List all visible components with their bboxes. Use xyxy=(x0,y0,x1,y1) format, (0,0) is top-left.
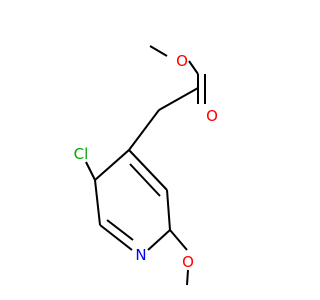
bond-c6-n-inner xyxy=(106,219,134,241)
bond-oxygen-methyl-2 xyxy=(186,269,189,286)
bond-c3-c4-inner xyxy=(129,163,161,197)
chlorine-label: Cl xyxy=(74,145,89,163)
bond-c2-oxygen xyxy=(169,229,188,251)
bond-c2-c3 xyxy=(166,189,171,231)
bond-c5-c6 xyxy=(94,179,101,226)
bond-c4-c5 xyxy=(94,149,130,181)
bond-n-c2 xyxy=(147,229,171,251)
bond-c3-c4-outer xyxy=(128,149,168,191)
bond-c5-chlorine xyxy=(85,161,96,181)
bond-c6-n-outer xyxy=(99,224,133,251)
bond-ch2-c4 xyxy=(128,109,160,151)
bond-methyl-oxygen xyxy=(149,45,168,57)
molecule-drawing: O O Cl N O xyxy=(74,45,218,286)
oxygen-methoxy-label: O xyxy=(182,253,194,271)
bond-oxygen-carbonyl-carbon xyxy=(188,60,199,75)
oxygen-carbonyl-label: O xyxy=(206,107,218,125)
nitrogen-label: N xyxy=(135,246,146,264)
structure-canvas: O O Cl N O xyxy=(74,45,218,286)
oxygen-ester-label: O xyxy=(176,52,188,70)
bond-carbonyl-ch2 xyxy=(158,87,199,111)
